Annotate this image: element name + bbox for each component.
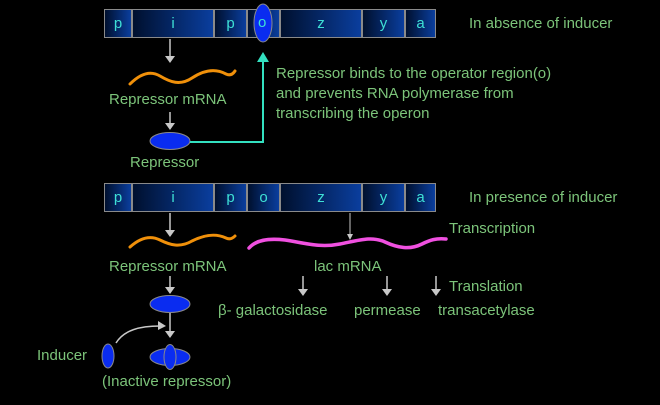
arrow-repressor-to-inactive [165,313,175,338]
transcription-label: Transcription [449,220,536,237]
condition-label-presence: In presence of inducer [469,189,618,206]
gene-label: a [416,15,425,32]
gene-label: z [317,15,325,32]
arrow-to-permease [382,276,392,296]
arrow-i-to-mrna-top [165,39,175,63]
gene-label: y [379,15,388,32]
lac-mrna-wave [247,237,448,250]
translation-label: Translation [449,278,523,295]
gene-label: i [171,189,175,206]
gene-a: a [405,183,436,212]
inducer-label: Inducer [37,347,88,364]
gene-label: a [416,189,425,206]
arrow-to-transacetylase [431,276,441,296]
gene-label: i [171,15,175,32]
binding-arrow [190,52,269,143]
arrow-to-galactosidase [298,276,308,296]
arrow-inducer-binding [115,321,166,344]
gene-label: p [113,189,123,206]
inactive-repressor-inducer [163,344,177,370]
product-permease: permease [354,302,421,319]
repressor-protein-top [149,132,191,150]
explanation-line-1: Repressor binds to the operator region(o… [276,65,552,82]
operator-letter-top: o [258,14,267,31]
explanation-line-2: and prevents RNA polymerase from [276,85,514,102]
repressor-mrna-wave-bottom [128,233,237,249]
arrow-mrna-to-repressor-top [165,112,175,130]
product-transacetylase: transacetylase [438,302,535,319]
operon-bar-absence: p i p z y a [104,9,436,38]
operon-bar-presence: p i p o z y a [104,183,436,212]
arrow-z-to-lac-mrna [347,213,353,240]
gene-label: p [113,15,123,32]
gene-label: z [317,189,325,206]
inducer-molecule [101,343,115,369]
repressor-label-top: Repressor [130,154,200,171]
gene-label: p [226,15,235,32]
gene-a: a [405,9,436,38]
gene-i: i [132,183,214,212]
condition-label-absence: In absence of inducer [469,15,613,32]
repressor-mrna-label-bottom: Repressor mRNA [109,258,227,275]
gene-z: z [280,183,362,212]
product-galactosidase: β- galactosidase [218,302,328,319]
gene-label: y [379,189,388,206]
repressor-mrna-wave-top [128,69,237,86]
gene-p-promoter: p [214,183,247,212]
gene-o: o [247,183,280,212]
arrow-i-to-mrna-bottom [165,213,175,237]
gene-p-promoter: p [214,9,247,38]
gene-z: z [280,9,362,38]
gene-p-regulatory: p [104,183,132,212]
repressor-bound-operator [253,3,273,43]
gene-y: y [362,183,405,212]
gene-label: o [259,189,268,206]
arrow-mrna-to-repressor-bottom [165,276,175,294]
inactive-repressor-label: (Inactive repressor) [102,373,232,390]
gene-label: p [226,189,235,206]
gene-y: y [362,9,405,38]
repressor-protein-bottom [149,295,191,313]
lac-mrna-label: lac mRNA [314,258,382,275]
gene-i: i [132,9,214,38]
repressor-mrna-label-top: Repressor mRNA [109,91,227,108]
explanation-line-3: transcribing the operon [276,105,430,122]
gene-p-regulatory: p [104,9,132,38]
